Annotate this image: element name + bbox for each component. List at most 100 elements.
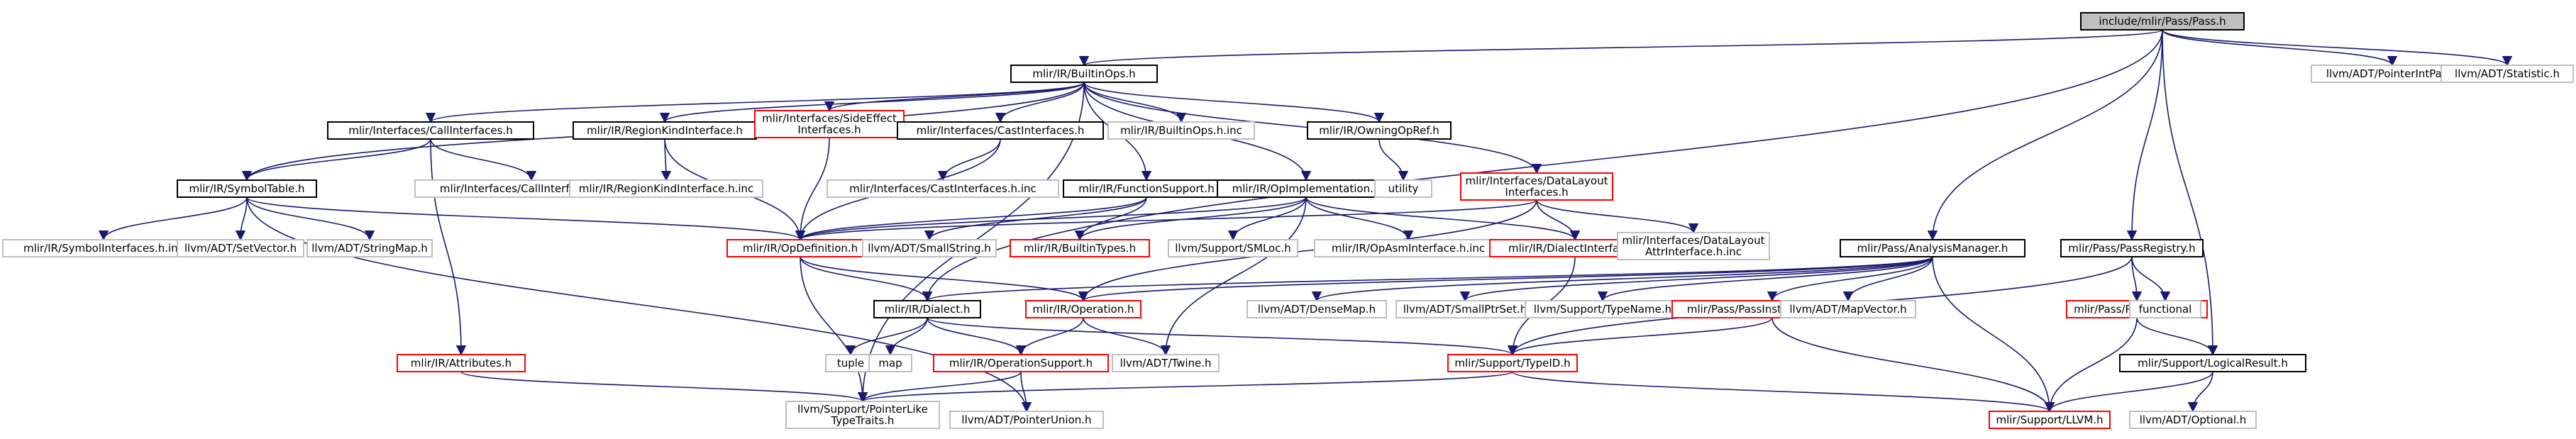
edge-passinstrumentation-to-typeid bbox=[1507, 317, 1773, 356]
node-owningopref[interactable]: mlir/IR/OwningOpRef.h bbox=[1307, 121, 1452, 140]
edge-line bbox=[1507, 317, 1773, 356]
node-opimplementation[interactable]: mlir/IR/OpImplementation.h bbox=[1217, 179, 1395, 198]
edge-line bbox=[2162, 29, 2218, 356]
node-label: llvm/ADT/StringMap.h bbox=[311, 242, 428, 255]
node-box bbox=[177, 179, 317, 198]
node-box bbox=[327, 121, 534, 140]
node-label: mlir/Support/LLVM.h bbox=[1996, 413, 2103, 426]
node-label: mlir/IR/Dialect.h bbox=[885, 303, 971, 316]
edge-symboltable-to-stringmap bbox=[246, 196, 375, 241]
node-box bbox=[1840, 239, 2025, 257]
node-label: mlir/IR/SymbolTable.h bbox=[189, 182, 304, 195]
node-label: mlir/Support/LogicalResult.h bbox=[2138, 357, 2288, 369]
node-label: llvm/ADT/Twine.h bbox=[1120, 357, 1211, 369]
node-label: mlir/IR/OpAsmInterface.h.inc bbox=[1332, 242, 1485, 255]
edge-operationsupport-to-pointerunion bbox=[1020, 371, 1032, 413]
edge-datalayout-to-operation bbox=[1078, 199, 1537, 302]
node-label: llvm/ADT/Optional.h bbox=[2140, 413, 2247, 426]
edge-line bbox=[241, 138, 431, 182]
node-dialect[interactable]: mlir/IR/Dialect.h bbox=[873, 300, 981, 318]
node-box bbox=[1989, 411, 2111, 429]
node-optional: llvm/ADT/Optional.h bbox=[2129, 411, 2257, 429]
node-symboltable[interactable]: mlir/IR/SymbolTable.h bbox=[177, 179, 317, 198]
node-callinterfaces[interactable]: mlir/Interfaces/CallInterfaces.h bbox=[327, 121, 534, 140]
node-builtinops-inc: mlir/IR/BuiltinOps.h.inc bbox=[1107, 121, 1255, 140]
edge-sideeffect-to-opdefinition bbox=[795, 137, 830, 241]
edge-functionsupport-to-opdefinition bbox=[795, 196, 1147, 241]
node-passregistry[interactable]: mlir/Pass/PassRegistry.h bbox=[2060, 239, 2204, 257]
node-label: mlir/IR/OpImplementation.h bbox=[1232, 182, 1381, 195]
node-functionsupport[interactable]: mlir/IR/FunctionSupport.h bbox=[1063, 179, 1230, 198]
node-box bbox=[1395, 300, 1535, 318]
node-label: llvm/ADT/SetVector.h bbox=[184, 242, 297, 255]
node-label: AttrInterface.h.inc bbox=[1645, 245, 1742, 258]
node-box bbox=[873, 300, 981, 318]
edge-pass_h-to-builtinops bbox=[1079, 29, 2163, 67]
node-label: mlir/IR/BuiltinTypes.h bbox=[1024, 242, 1136, 255]
node-label: mlir/IR/BuiltinOps.h.inc bbox=[1120, 124, 1242, 137]
edge-analysismanager-to-dialect bbox=[922, 256, 1933, 302]
edge-pass_h-to-logicalresult bbox=[2162, 29, 2218, 356]
edge-dialect-to-operationsupport bbox=[927, 317, 1027, 356]
edge-line bbox=[1083, 317, 1171, 356]
node-typeid[interactable]: mlir/Support/TypeID.h bbox=[1447, 354, 1578, 372]
edge-line bbox=[795, 196, 1307, 241]
edge-passregistry-to-functional bbox=[2131, 256, 2171, 302]
node-pass-h[interactable]: include/mlir/Pass/Pass.h bbox=[2080, 12, 2245, 30]
edge-line bbox=[1842, 256, 1933, 302]
edge-line bbox=[927, 317, 1518, 356]
node-label: llvm/Support/PointerLike bbox=[797, 403, 928, 416]
node-castinterfaces-inc: mlir/Interfaces/CastInterfaces.h.inc bbox=[827, 179, 1059, 198]
node-llvm-h[interactable]: mlir/Support/LLVM.h bbox=[1989, 411, 2111, 429]
edge-opdefinition-to-operation bbox=[800, 256, 1089, 302]
node-stringmap: llvm/ADT/StringMap.h bbox=[306, 239, 433, 257]
node-attributes[interactable]: mlir/IR/Attributes.h bbox=[397, 354, 526, 372]
edge-analysismanager-to-typename bbox=[1597, 256, 1933, 302]
node-box bbox=[1307, 121, 1452, 140]
edge-builtinops-to-castinterfaces bbox=[995, 82, 1085, 123]
node-box bbox=[306, 239, 433, 257]
edge-opimplementation-to-smloc bbox=[1227, 196, 1307, 241]
edge-line bbox=[2044, 371, 2213, 413]
node-smallstring: llvm/ADT/SmallString.h bbox=[862, 239, 997, 257]
node-label: mlir/Interfaces/CastInterfaces.h.inc bbox=[849, 182, 1037, 195]
node-label: mlir/IR/DialectInterface.h bbox=[1508, 242, 1642, 255]
node-regionkind[interactable]: mlir/IR/RegionKindInterface.h bbox=[573, 121, 757, 140]
node-box bbox=[177, 239, 304, 257]
edge-opimplementation-to-dialectinterface bbox=[1305, 196, 1581, 241]
edge-callinterfaces-to-symboltable bbox=[241, 138, 431, 182]
node-logicalresult[interactable]: mlir/Support/LogicalResult.h bbox=[2119, 354, 2306, 372]
edge-line bbox=[1771, 317, 2055, 413]
node-box bbox=[2129, 300, 2201, 318]
node-castinterfaces[interactable]: mlir/Interfaces/CastInterfaces.h bbox=[897, 121, 1104, 140]
node-analysismanager[interactable]: mlir/Pass/AnalysisManager.h bbox=[1840, 239, 2025, 257]
node-label: map bbox=[878, 357, 902, 369]
node-operationsupport[interactable]: mlir/IR/OperationSupport.h bbox=[933, 354, 1109, 372]
node-smloc: llvm/Support/SMLoc.h bbox=[1168, 239, 1298, 257]
node-datalayout-inc: mlir/Interfaces/DataLayoutAttrInterface.… bbox=[1617, 232, 1770, 260]
edge-datalayout-to-opdefinition bbox=[795, 199, 1537, 241]
node-symbolinterfaces-inc: mlir/IR/SymbolInterfaces.h.inc bbox=[2, 239, 205, 257]
node-operation[interactable]: mlir/IR/Operation.h bbox=[1025, 300, 1141, 318]
node-densemap: llvm/ADT/DenseMap.h bbox=[1246, 300, 1387, 318]
edge-passregistry-to-passoptions bbox=[2131, 256, 2143, 302]
node-box bbox=[933, 354, 1109, 372]
edge-analysismanager-to-llvm_h bbox=[1932, 256, 2055, 413]
edge-line bbox=[1083, 82, 1187, 123]
node-box bbox=[2440, 65, 2574, 83]
edge-symboltable-to-setvector bbox=[235, 196, 248, 241]
edge-operation-to-operationsupport bbox=[1015, 317, 1084, 356]
edge-line bbox=[1305, 196, 1414, 241]
node-box bbox=[397, 354, 526, 372]
node-opdefinition[interactable]: mlir/IR/OpDefinition.h bbox=[726, 239, 874, 257]
node-builtinops[interactable]: mlir/IR/BuiltinOps.h bbox=[1010, 65, 1158, 83]
edge-line bbox=[1767, 256, 1933, 302]
node-builtintypes[interactable]: mlir/IR/BuiltinTypes.h bbox=[1010, 239, 1150, 257]
edge-line bbox=[824, 82, 1085, 112]
node-box bbox=[1617, 232, 1770, 260]
node-label: mlir/IR/BuiltinOps.h bbox=[1032, 67, 1135, 80]
